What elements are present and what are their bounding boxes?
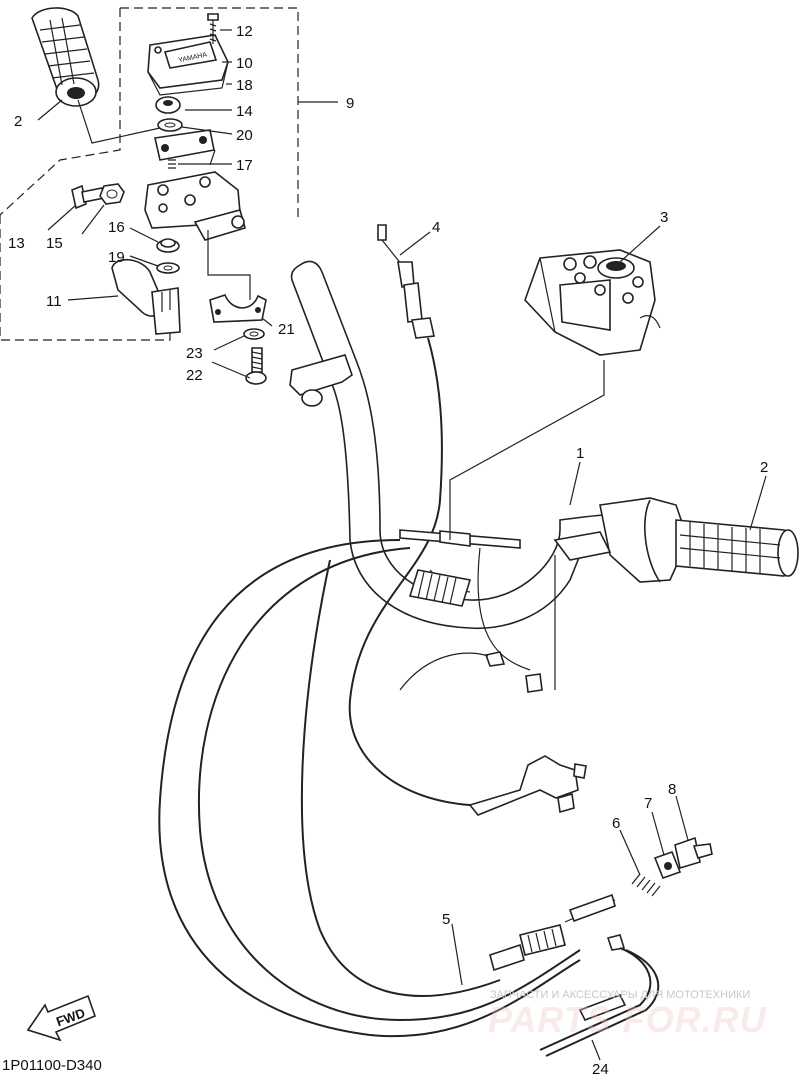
handlebar-cover-3 bbox=[524, 249, 661, 356]
callout-24: 24 bbox=[592, 1061, 609, 1078]
callout-14: 14 bbox=[236, 103, 253, 120]
washer-20 bbox=[157, 118, 183, 132]
spring-17 bbox=[168, 159, 176, 169]
adjuster-8 bbox=[674, 836, 713, 870]
callout-10: 10 bbox=[236, 55, 253, 72]
diagram-code: 1P01100-D340 bbox=[2, 1057, 102, 1074]
cable-24 bbox=[539, 934, 660, 1057]
handlebar bbox=[289, 260, 641, 630]
washer-23 bbox=[243, 328, 265, 340]
bolt-22 bbox=[245, 347, 267, 385]
right-grip bbox=[675, 519, 799, 577]
cable-adjuster bbox=[489, 893, 616, 972]
watermark-brand: PARTS FOR.RU bbox=[488, 999, 767, 1040]
washer-19 bbox=[156, 262, 180, 274]
callout-23: 23 bbox=[186, 345, 203, 362]
cable-elbow bbox=[468, 755, 587, 816]
screw-12 bbox=[207, 13, 219, 44]
bolt-13 bbox=[71, 184, 105, 210]
throttle-cover: YAMAHA bbox=[147, 34, 229, 96]
leader-lines bbox=[37, 29, 767, 1061]
callout-9: 9 bbox=[346, 95, 354, 112]
callout-2-left: 2 bbox=[14, 113, 22, 130]
throttle-body bbox=[144, 171, 246, 241]
callout-3: 3 bbox=[660, 209, 668, 226]
reference-lines bbox=[77, 99, 605, 690]
callout-6: 6 bbox=[612, 815, 620, 832]
throttle-bracket bbox=[154, 129, 215, 161]
watermark: ЗАПЧАСТИ И АКСЕССУАРЫ ДЛЯ МОТОТЕХНИКИ PA… bbox=[488, 989, 767, 1040]
callout-1: 1 bbox=[576, 445, 584, 462]
washer-16 bbox=[156, 238, 180, 253]
left-grip bbox=[31, 7, 100, 107]
callout-18: 18 bbox=[236, 77, 253, 94]
throttle-cable-4 bbox=[348, 224, 471, 806]
callout-2-right: 2 bbox=[760, 459, 768, 476]
collar-14 bbox=[155, 96, 181, 114]
callout-17: 17 bbox=[236, 157, 253, 174]
callout-20: 20 bbox=[236, 127, 253, 144]
callout-8: 8 bbox=[668, 781, 676, 798]
nut-15 bbox=[99, 183, 125, 205]
callout-4: 4 bbox=[432, 219, 440, 236]
cable-loop-5 bbox=[158, 539, 581, 1038]
throttle-lever-11 bbox=[111, 259, 181, 335]
holder-7 bbox=[653, 850, 682, 880]
callout-19: 19 bbox=[108, 249, 125, 266]
callout-16: 16 bbox=[108, 219, 125, 236]
callouts: 1 2 2 3 4 5 6 7 8 9 10 11 12 13 14 15 16… bbox=[8, 23, 768, 1078]
cable-ends bbox=[399, 529, 543, 693]
fwd-arrow: FWD bbox=[26, 994, 97, 1042]
callout-21: 21 bbox=[278, 321, 295, 338]
callout-5: 5 bbox=[442, 911, 450, 928]
callout-13: 13 bbox=[8, 235, 25, 252]
watermark-caption: ЗАПЧАСТИ И АКСЕССУАРЫ ДЛЯ МОТОТЕХНИКИ bbox=[490, 989, 750, 1001]
callout-15: 15 bbox=[46, 235, 63, 252]
clamp-21 bbox=[209, 294, 267, 323]
callout-11: 11 bbox=[46, 293, 62, 310]
callout-7: 7 bbox=[644, 795, 652, 812]
callout-12: 12 bbox=[236, 23, 253, 40]
spring-6 bbox=[631, 873, 661, 897]
callout-22: 22 bbox=[186, 367, 203, 384]
